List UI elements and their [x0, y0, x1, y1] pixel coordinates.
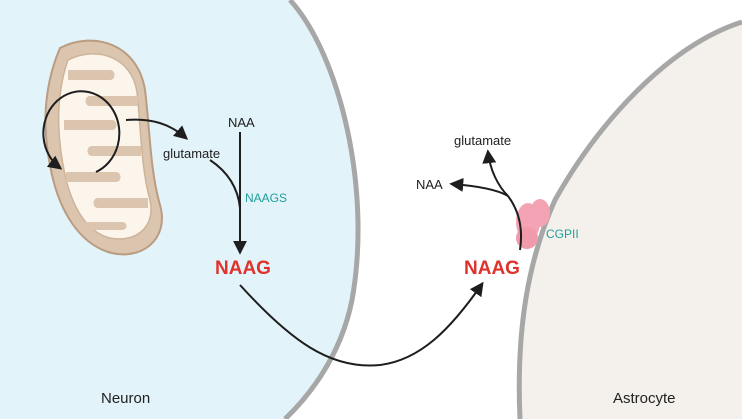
label-naag-left: NAAG — [215, 258, 271, 279]
cycle-arrow — [42, 90, 121, 173]
arrow-to-naa-right — [449, 177, 509, 197]
label-cgpii: CGPII — [546, 227, 579, 241]
arrow-to-glutamate — [125, 118, 189, 140]
arrow-naag-transport — [239, 281, 484, 367]
label-glutamate-right: glutamate — [454, 133, 511, 148]
label-naa-left: NAA — [228, 115, 255, 130]
astrocyte-membrane — [516, 19, 742, 419]
label-naa-right: NAA — [416, 177, 443, 192]
label-neuron: Neuron — [101, 390, 150, 407]
astrocyte-cell — [519, 22, 742, 419]
arrow-to-glutamate-right — [482, 149, 509, 197]
label-astrocyte: Astrocyte — [613, 390, 676, 407]
arrow-glutamate-join — [209, 159, 241, 209]
label-naags: NAAGS — [245, 191, 287, 205]
mitochondrion — [44, 39, 163, 256]
arrow-naag-up — [507, 195, 523, 251]
label-naag-right: NAAG — [464, 258, 520, 279]
label-glutamate-left: glutamate — [163, 146, 220, 161]
neuron-membrane — [283, 0, 361, 419]
